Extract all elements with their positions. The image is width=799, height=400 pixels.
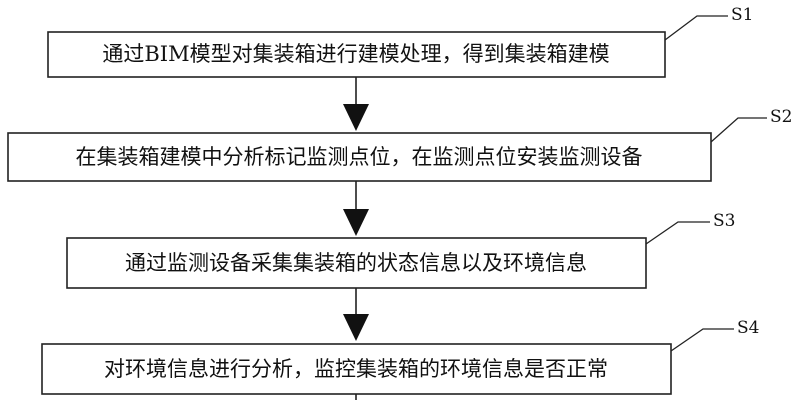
connector-2-3-arrowhead: [343, 209, 369, 236]
step-4: 对环境信息进行分析，监控集装箱的环境信息是否正常 S4: [41, 318, 759, 395]
step-1-box: [47, 31, 666, 78]
step-3-box: [66, 237, 647, 289]
step-3: 通过监测设备采集集装箱的状态信息以及环境信息 S3: [66, 211, 735, 289]
step-1-leader-line: [664, 15, 728, 41]
step-1-label: S1: [731, 5, 753, 25]
step-1-text: 通过BIM模型对集装箱进行建模处理，得到集装箱建模: [102, 42, 609, 66]
step-1: 通过BIM模型对集装箱进行建模处理，得到集装箱建模 S1: [47, 5, 753, 78]
step-2: 在集装箱建模中分析标记监测点位，在监测点位安装监测设备 S2: [7, 107, 792, 182]
step-2-label: S2: [770, 107, 792, 127]
connector-1-2-arrowhead: [343, 104, 369, 131]
step-2-box: [7, 132, 712, 182]
step-2-leader-line: [710, 117, 767, 143]
connector-3-4-arrowhead: [343, 314, 369, 341]
step-2-text: 在集装箱建模中分析标记监测点位，在监测点位安装监测设备: [76, 145, 643, 169]
connector-2-3: [343, 181, 369, 236]
step-4-label: S4: [737, 318, 759, 338]
step-3-text: 通过监测设备采集集装箱的状态信息以及环境信息: [125, 251, 587, 275]
connector-3-4: [343, 288, 369, 341]
step-4-text: 对环境信息进行分析，监控集装箱的环境信息是否正常: [104, 357, 608, 381]
connector-1-2: [343, 77, 369, 131]
step-4-leader-line: [670, 328, 734, 352]
step-3-label: S3: [713, 211, 735, 231]
step-3-leader-line: [645, 221, 710, 245]
